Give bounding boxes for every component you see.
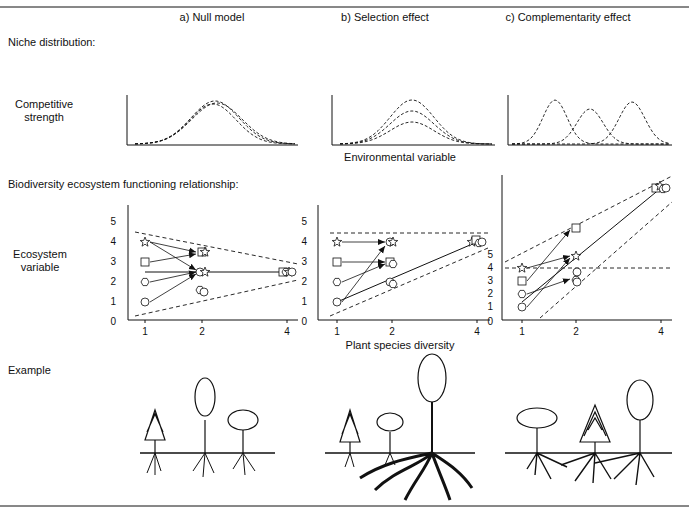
tick-label: 1 bbox=[519, 326, 525, 338]
axis-title: Ecosystem variable bbox=[5, 248, 75, 273]
tick-label: 0 bbox=[110, 316, 116, 328]
panel-title: a) Null model bbox=[180, 11, 245, 24]
axis-title: Plant species diversity bbox=[346, 339, 455, 352]
tick-label: 1 bbox=[110, 296, 116, 308]
niche-curve bbox=[135, 101, 295, 144]
tick-label: 4 bbox=[301, 236, 307, 248]
tick-label: 4 bbox=[474, 326, 480, 338]
tick-label: 2 bbox=[573, 326, 579, 338]
section-title: Niche distribution: bbox=[8, 36, 95, 49]
niche-curve bbox=[512, 100, 670, 144]
tick-label: 1 bbox=[142, 326, 148, 338]
niche-curve bbox=[340, 122, 492, 144]
section-title: Biodiversity ecosystem functioning relat… bbox=[8, 178, 239, 191]
tick-label: 1 bbox=[334, 326, 340, 338]
tick-label: 2 bbox=[110, 276, 116, 288]
tick-label: 2 bbox=[199, 326, 205, 338]
tick-label: 5 bbox=[301, 216, 307, 228]
tick-label: 3 bbox=[301, 256, 307, 268]
axis-title: Environmental variable bbox=[344, 151, 456, 164]
niche-curve bbox=[512, 102, 670, 144]
niche-curve bbox=[340, 111, 492, 144]
section-title: Example bbox=[8, 364, 51, 377]
tick-label: 0 bbox=[301, 316, 307, 328]
tick-label: 4 bbox=[658, 326, 664, 338]
niche-curve bbox=[340, 100, 492, 144]
tick-label: 5 bbox=[110, 216, 116, 228]
tick-label: 3 bbox=[487, 275, 493, 287]
tick-label: 1 bbox=[487, 301, 493, 313]
tick-label: 4 bbox=[284, 326, 290, 338]
tick-label: 5 bbox=[487, 249, 493, 261]
niche-curve bbox=[512, 109, 670, 144]
niche-curve bbox=[135, 103, 295, 144]
axis-title: Competitive strength bbox=[4, 98, 84, 123]
tick-label: 4 bbox=[110, 236, 116, 248]
tick-label: 3 bbox=[110, 256, 116, 268]
tick-label: 1 bbox=[301, 296, 307, 308]
panel-title: c) Complementarity effect bbox=[505, 11, 630, 24]
niche-curve bbox=[135, 104, 295, 144]
panel-title: b) Selection effect bbox=[341, 11, 429, 24]
tick-label: 2 bbox=[487, 288, 493, 300]
tick-label: 0 bbox=[487, 316, 493, 328]
tick-label: 2 bbox=[389, 326, 395, 338]
tick-label: 4 bbox=[487, 262, 493, 274]
tick-label: 2 bbox=[301, 276, 307, 288]
